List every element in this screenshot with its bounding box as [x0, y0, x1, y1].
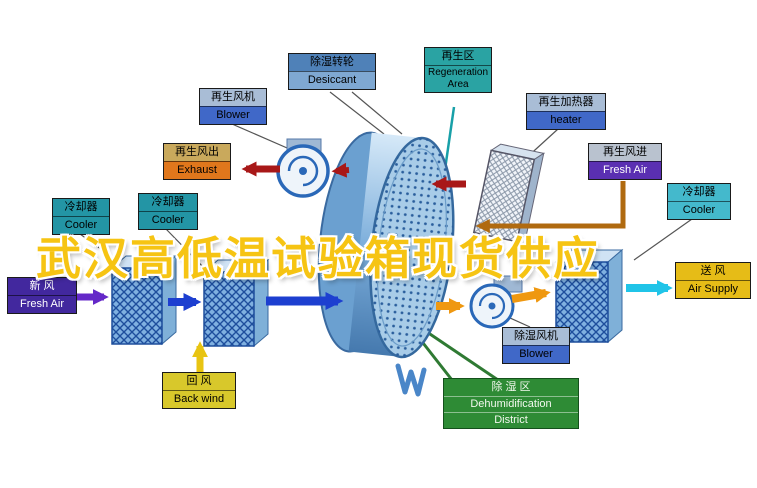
label-dehumid-district: 除 湿 区 Dehumidification District [443, 378, 579, 429]
label-fresh-air-in-cn: 新 风 [8, 278, 76, 295]
label-cooler-left-outer-en: Cooler [53, 216, 109, 234]
label-cooler-right-en: Cooler [668, 201, 730, 219]
label-regen-fresh-air-en: Fresh Air [589, 161, 661, 179]
label-cooler-right: 冷却器 Cooler [667, 183, 731, 220]
label-fresh-air-in-en: Fresh Air [8, 295, 76, 313]
label-air-supply-cn: 送 风 [676, 263, 750, 280]
label-fresh-air-in: 新 风 Fresh Air [7, 277, 77, 314]
label-regeneration-area: 再生区 Regeneration Area [424, 47, 492, 93]
label-dehumid-district-en1: Dehumidification [444, 396, 578, 412]
cooler-coil-left-inner [202, 258, 270, 348]
label-cooler-right-cn: 冷却器 [668, 184, 730, 201]
label-regen-heater: 再生加热器 heater [526, 93, 606, 130]
label-desiccant-cn: 除湿转轮 [289, 54, 375, 71]
label-back-wind-en: Back wind [163, 390, 235, 408]
label-dehumid-blower-en: Blower [503, 345, 569, 363]
label-cooler-left-inner-en: Cooler [139, 211, 197, 229]
dehumidification-blower-fan [469, 275, 523, 329]
label-exhaust-en: Exhaust [164, 161, 230, 179]
label-dehumid-district-cn: 除 湿 区 [444, 379, 578, 396]
label-regeneration-area-cn: 再生区 [425, 48, 491, 65]
drain-squiggle [395, 363, 427, 397]
label-air-supply: 送 风 Air Supply [675, 262, 751, 299]
label-desiccant: 除湿转轮 Desiccant [288, 53, 376, 90]
label-desiccant-en: Desiccant [289, 71, 375, 89]
watermark-text: 武汉高低温试验箱现货供应 [36, 232, 601, 285]
arrow-fan-to-cooler [511, 287, 551, 303]
heater-coil [472, 143, 546, 243]
airflow-arrows [76, 161, 673, 374]
label-dehumid-blower: 除湿风机 Blower [502, 327, 570, 364]
dehumid-zone-connector [414, 328, 499, 382]
label-regen-fresh-air: 再生风进 Fresh Air [588, 143, 662, 180]
label-regen-blower-cn: 再生风机 [200, 89, 266, 106]
label-cooler-left-inner: 冷却器 Cooler [138, 193, 198, 230]
label-regen-fresh-air-cn: 再生风进 [589, 144, 661, 161]
regeneration-blower-fan [276, 138, 330, 198]
label-back-wind-cn: 回 风 [163, 373, 235, 390]
label-connector-lines [79, 91, 693, 328]
label-exhaust: 再生风出 Exhaust [163, 143, 231, 180]
label-regen-heater-cn: 再生加热器 [527, 94, 605, 111]
label-exhaust-cn: 再生风出 [164, 144, 230, 161]
arrow-regen-intake [475, 181, 626, 233]
label-regen-blower-en: Blower [200, 106, 266, 124]
label-regen-blower: 再生风机 Blower [199, 88, 267, 125]
label-dehumid-district-en2: District [444, 412, 578, 428]
label-regen-heater-en: heater [527, 111, 605, 129]
label-cooler-left-inner-cn: 冷却器 [139, 194, 197, 211]
arrow-wheel-to-regen-fan [331, 162, 350, 178]
label-cooler-left-outer-cn: 冷却器 [53, 199, 109, 216]
label-cooler-left-outer: 冷却器 Cooler [52, 198, 110, 235]
label-dehumid-blower-cn: 除湿风机 [503, 328, 569, 345]
label-regeneration-area-en: Regeneration Area [425, 65, 491, 92]
label-back-wind: 回 风 Back wind [162, 372, 236, 409]
label-air-supply-en: Air Supply [676, 280, 750, 298]
